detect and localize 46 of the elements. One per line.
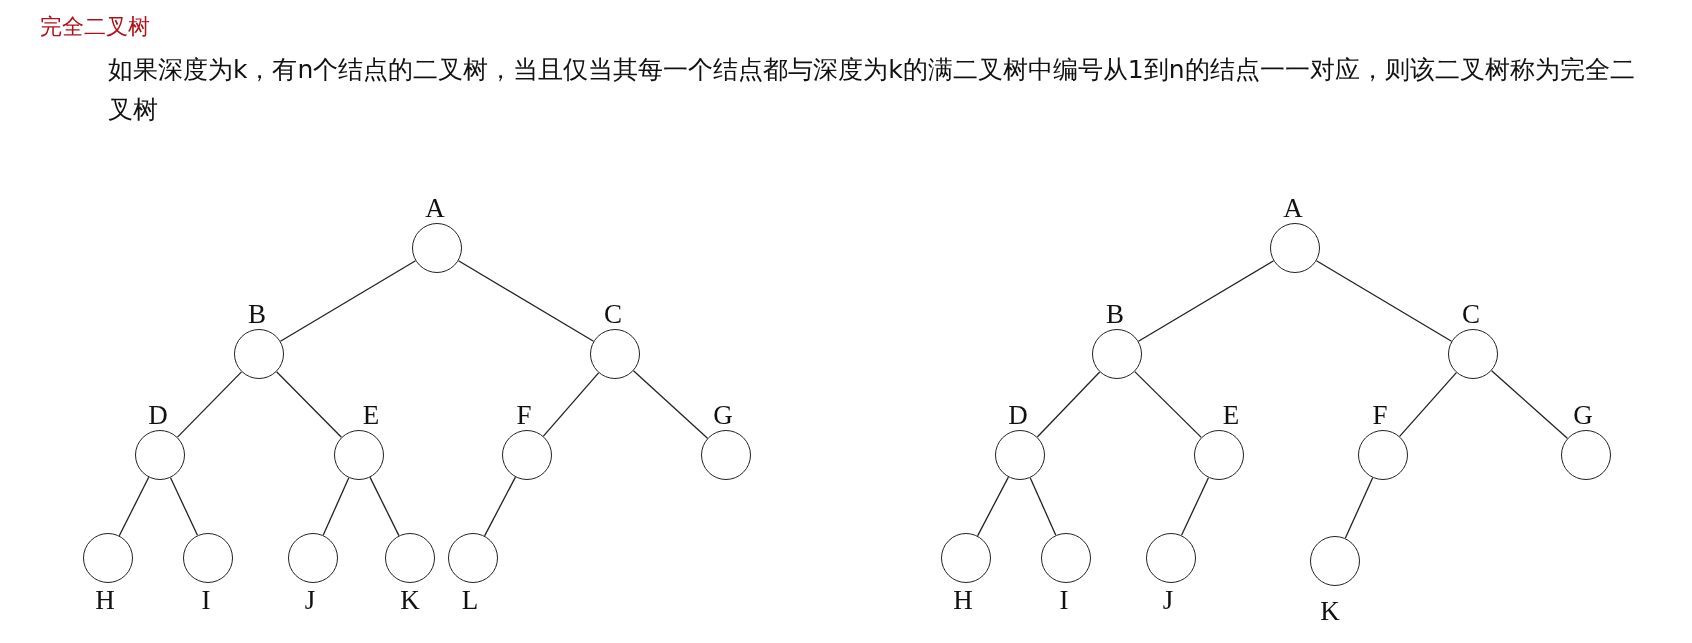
tree-edge xyxy=(1036,371,1101,438)
node-label: J xyxy=(1162,586,1174,614)
tree-edge xyxy=(118,476,150,537)
node-label: B xyxy=(1106,300,1124,328)
node-label: F xyxy=(516,401,532,429)
node-label: H xyxy=(95,586,115,614)
tree-edge xyxy=(1180,477,1210,536)
definition-text: 如果深度为k，有n个结点的二叉树，当且仅当其每一个结点都与深度为k的满二叉树中编号从1到n的结点一一对应，则该二叉树称为完全二叉树 xyxy=(108,54,1636,126)
node-label: F xyxy=(1372,401,1388,429)
node-label: E xyxy=(362,401,380,429)
node-label: C xyxy=(1462,300,1480,328)
tree-edge xyxy=(369,476,400,537)
node-label: D xyxy=(148,401,168,429)
node-label: I xyxy=(201,586,211,614)
node-label: D xyxy=(1008,401,1028,429)
tree-edge xyxy=(1137,260,1275,342)
tree-edge xyxy=(976,476,1010,537)
node-label: A xyxy=(425,194,445,222)
tree-edge xyxy=(279,260,417,342)
title: 完全二叉树 xyxy=(40,13,150,41)
node-label: A xyxy=(1283,194,1303,222)
tree-edge xyxy=(176,371,243,438)
node-label: J xyxy=(304,586,316,614)
tree-edge xyxy=(483,476,517,537)
tree-edge xyxy=(632,370,709,439)
node-label: E xyxy=(1222,401,1240,429)
tree-edge xyxy=(457,260,595,342)
node-label: K xyxy=(1320,597,1340,625)
tree-edge xyxy=(275,371,343,438)
node-label: G xyxy=(713,401,733,429)
node-label: K xyxy=(400,586,420,614)
node-label: L xyxy=(461,586,479,614)
tree-edge xyxy=(322,477,350,536)
tree-edge xyxy=(1134,370,1202,439)
tree-edge xyxy=(1399,372,1457,437)
node-label: B xyxy=(248,300,266,328)
tree-edge xyxy=(169,477,199,536)
tree-edge xyxy=(1029,477,1057,536)
tree-edge xyxy=(542,372,600,437)
tree-edge xyxy=(1344,477,1374,539)
node-label: I xyxy=(1059,586,1069,614)
node-label: C xyxy=(604,300,622,328)
node-label: G xyxy=(1573,401,1593,429)
tree-edge xyxy=(1315,260,1453,342)
node-label: H xyxy=(953,586,973,614)
tree-edge xyxy=(1491,370,1568,439)
